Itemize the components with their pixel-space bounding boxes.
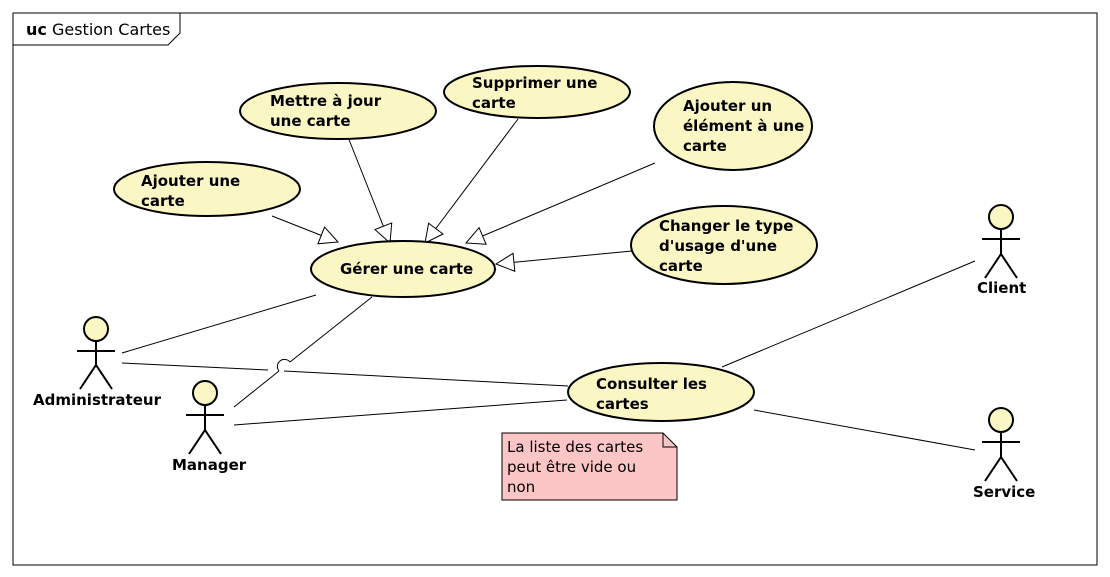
usecase-ajouter-carte[interactable] — [113, 161, 301, 217]
assoc-admin-consulter-b — [283, 370, 569, 387]
usecase-ajouter-element-carte[interactable] — [653, 81, 813, 171]
usecase-gerer-carte[interactable] — [310, 240, 496, 298]
actor-client-figure[interactable] — [982, 204, 1020, 279]
frame-label-tab — [13, 13, 181, 46]
usecase-supprimer-carte[interactable] — [443, 65, 631, 119]
usecase-consulter-cartes[interactable] — [567, 362, 755, 422]
gen-ajouter-gerer — [271, 215, 338, 242]
note-text: La liste des cartes peut être vide ou no… — [507, 438, 644, 496]
frame-title: uc Gestion Cartes — [26, 20, 170, 39]
assoc-manager-consulter — [233, 399, 568, 426]
usecase-consulter-cartes-label: Consulter les cartes — [596, 375, 707, 413]
usecase-changer-type-usage[interactable] — [630, 205, 818, 285]
actor-administrateur-label: Administrateur — [33, 391, 161, 409]
assoc-service-consulter — [753, 409, 976, 451]
assoc-manager-gerer-a — [289, 296, 373, 363]
actor-service-label: Service — [973, 483, 1036, 501]
assoc-manager-gerer-b — [233, 370, 280, 408]
usecase-mettre-a-jour-carte[interactable] — [239, 82, 437, 140]
assoc-manager-gerer-hop — [276, 358, 291, 372]
actor-manager-figure[interactable] — [186, 380, 224, 455]
diagram-frame — [12, 12, 1098, 566]
usecase-gerer-carte-label: Gérer une carte — [340, 260, 474, 278]
assoc-admin-consulter-a — [121, 362, 269, 371]
usecase-mettre-a-jour-carte-label: Mettre à jour une carte — [270, 92, 382, 130]
assoc-client-consulter — [721, 260, 976, 368]
actor-service-figure[interactable] — [982, 407, 1020, 482]
gen-supprimer-gerer — [425, 118, 519, 243]
note-box[interactable] — [501, 432, 678, 501]
frame-name: Gestion Cartes — [51, 20, 171, 39]
usecase-supprimer-carte-label: Supprimer une carte — [472, 74, 598, 112]
actor-manager-label: Manager — [172, 456, 247, 474]
gen-maj-gerer — [347, 136, 390, 243]
usecase-ajouter-carte-label: Ajouter une carte — [141, 172, 241, 210]
assoc-admin-gerer — [121, 294, 317, 354]
frame-keyword: uc — [26, 20, 47, 39]
actor-administrateur-figure[interactable] — [77, 316, 115, 390]
gen-ajouter-element-gerer — [466, 162, 656, 243]
usecase-ajouter-element-carte-label: Ajouter un élément à une carte — [683, 97, 805, 155]
note-fold — [662, 433, 677, 448]
usecase-changer-type-usage-label: Changer le type d'usage d'une carte — [659, 217, 794, 275]
gen-changer-type-gerer — [496, 250, 633, 264]
actor-client-label: Client — [977, 279, 1027, 297]
